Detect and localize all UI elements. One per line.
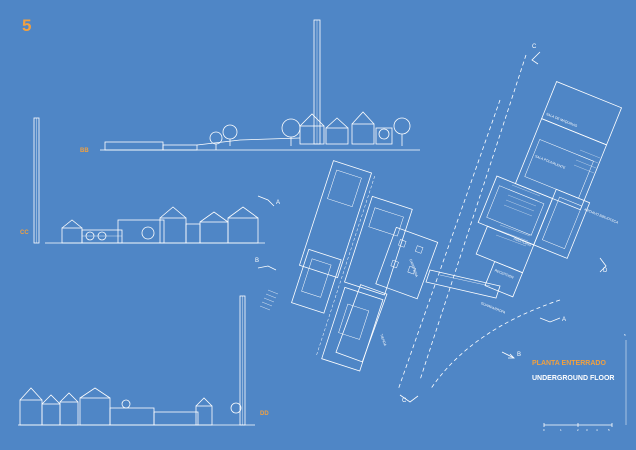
underground-plan-drawing [257,51,623,403]
cut-mark-b: B [517,352,522,358]
cut-mark-d: D [603,268,608,274]
scale-tick-label: 4 [596,428,598,432]
section-label-dd: DD [260,411,269,417]
scale-tick-label: 3 [586,428,588,432]
cut-mark-a: A [276,200,281,206]
plan-subtitle: UNDERGROUND FLOOR [532,375,615,382]
cut-mark-a: A [562,317,567,323]
scale-bar [543,340,627,427]
north-arrow-icon [501,351,515,359]
scale-tick-label: 1 [560,428,562,432]
scale-tick-label: 0 [543,428,545,432]
section-cc-drawing [33,117,265,244]
trees-icon [209,117,411,150]
cut-mark-b: B [255,258,260,264]
scale-tick-label: 2 [577,428,579,432]
cut-mark-c: C [532,44,537,50]
scale-unit-label: 5 [624,333,626,337]
section-label-bb: BB [80,148,89,154]
scale-tick-label: 5 [608,428,610,432]
section-dd-drawing [18,295,255,426]
cut-mark-c: C [402,398,407,404]
page-number: 5 [22,16,32,35]
section-label-cc: CC [20,230,29,236]
section-bb-drawing [100,19,420,151]
plan-title: PLANTA ENTERRADO [532,360,606,367]
